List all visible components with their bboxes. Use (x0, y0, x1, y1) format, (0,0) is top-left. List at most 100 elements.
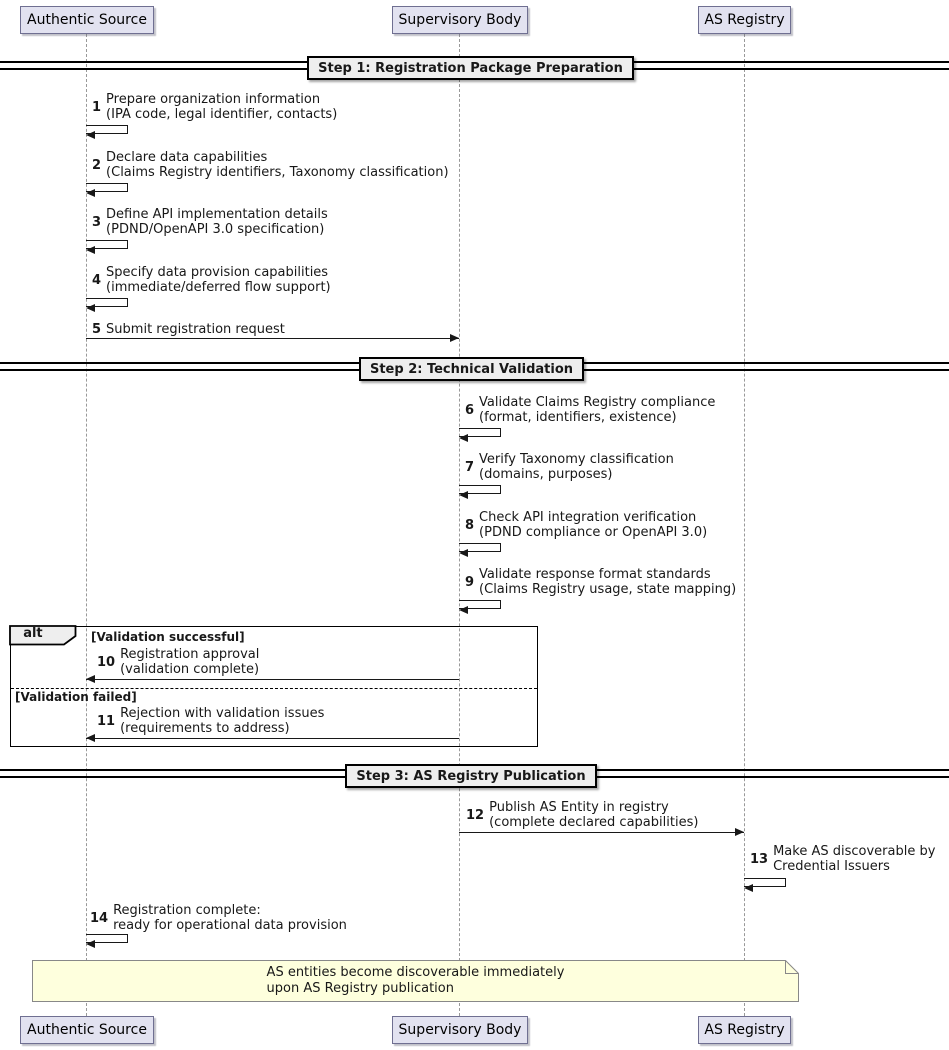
message-text: (immediate/deferred flow support) (106, 280, 331, 295)
divider-label: Step 2: Technical Validation (369, 361, 574, 377)
arrowhead-left-icon (459, 606, 468, 614)
message-4-self-arrow (86, 298, 128, 312)
message-6-self-arrow (459, 428, 501, 442)
message-text: Declare data capabilities (106, 150, 268, 165)
message-1-label: 1 Prepare organization information(IPA c… (92, 92, 337, 122)
message-8-label: 8 Check API integration verification(PDN… (465, 510, 707, 540)
message-text: (PDND/OpenAPI 3.0 specification) (106, 222, 325, 237)
arrowhead-left-icon (459, 434, 468, 442)
message-11-arrow (86, 734, 459, 742)
message-12-arrow (459, 828, 744, 836)
message-text: (validation complete) (120, 662, 260, 677)
message-12-label: 12 Publish AS Entity in registry(complet… (466, 800, 698, 830)
message-text: Credential Issuers (773, 859, 890, 874)
message-number: 14 (90, 910, 109, 926)
arrowhead-left-icon (86, 734, 95, 742)
message-text: Define API implementation details (106, 207, 328, 222)
arrowhead-right-icon (450, 334, 459, 342)
arrowhead-left-icon (744, 884, 753, 892)
participant-authentic-source-top: Authentic Source (20, 6, 154, 34)
message-3-label: 3 Define API implementation details(PDND… (92, 207, 328, 237)
note-text: AS entities become discoverable immediat… (32, 960, 799, 997)
participant-as-registry-bottom: AS Registry (698, 1016, 791, 1044)
message-number: 2 (92, 157, 102, 173)
message-10-label: 10 Registration approval(validation comp… (97, 647, 259, 677)
arrowhead-left-icon (86, 304, 95, 312)
participant-supervisory-body-bottom: Supervisory Body (392, 1016, 528, 1044)
message-text: Verify Taxonomy classification (479, 452, 674, 467)
message-10-arrow (86, 675, 459, 683)
divider-step-2: Step 2: Technical Validation (359, 357, 584, 381)
message-text: Submit registration request (106, 322, 285, 337)
message-text: ready for operational data provision (113, 918, 347, 933)
arrowhead-left-icon (86, 131, 95, 139)
alt-separator (11, 688, 537, 689)
message-text: Make AS discoverable by (773, 844, 936, 859)
message-number: 1 (92, 99, 102, 115)
message-text: Validate response format standards (479, 567, 711, 582)
lifeline-supervisory-body (459, 34, 460, 1016)
message-14-self-arrow (86, 934, 128, 948)
participant-label: AS Registry (704, 1022, 785, 1038)
message-text: (requirements to address) (120, 721, 290, 736)
message-number: 13 (750, 851, 769, 867)
arrowhead-left-icon (86, 940, 95, 948)
message-2-label: 2 Declare data capabilities(Claims Regis… (92, 150, 449, 180)
message-text: Registration complete: (113, 903, 261, 918)
note-line: AS entities become discoverable immediat… (266, 965, 565, 980)
arrowhead-left-icon (459, 491, 468, 499)
message-text: Rejection with validation issues (120, 706, 325, 721)
message-number: 12 (466, 807, 485, 823)
message-5-label: 5 Submit registration request (92, 322, 285, 337)
arrowhead-left-icon (86, 675, 95, 683)
alt-guard-failed: [Validation failed] (15, 690, 137, 704)
message-text: (format, identifiers, existence) (479, 410, 677, 425)
alt-guard-success: [Validation successful] (91, 630, 245, 644)
message-text: (PDND compliance or OpenAPI 3.0) (479, 525, 708, 540)
message-1-self-arrow (86, 125, 128, 139)
message-text: Prepare organization information (106, 92, 321, 107)
message-number: 8 (465, 517, 475, 533)
arrowhead-left-icon (86, 246, 95, 254)
message-text: Publish AS Entity in registry (489, 800, 669, 815)
alt-operator-pentagon: alt (9, 625, 77, 650)
participant-label: Supervisory Body (398, 12, 522, 28)
lifeline-authentic-source (86, 34, 87, 1016)
arrowhead-left-icon (459, 549, 468, 557)
message-number: 9 (465, 574, 475, 590)
message-text: Registration approval (120, 647, 260, 662)
message-9-label: 9 Validate response format standards(Cla… (465, 567, 736, 597)
message-text: Validate Claims Registry compliance (479, 395, 716, 410)
participant-label: AS Registry (704, 12, 785, 28)
message-2-self-arrow (86, 183, 128, 197)
message-number: 6 (465, 402, 475, 418)
message-11-label: 11 Rejection with validation issues(requ… (97, 706, 324, 736)
message-text: Check API integration verification (479, 510, 697, 525)
message-number: 11 (97, 713, 116, 729)
message-7-self-arrow (459, 485, 501, 499)
arrowhead-right-icon (735, 828, 744, 836)
message-8-self-arrow (459, 543, 501, 557)
message-text: (Claims Registry usage, state mapping) (479, 582, 737, 597)
message-text: (domains, purposes) (479, 467, 613, 482)
participant-as-registry-top: AS Registry (698, 6, 791, 34)
message-13-self-arrow (744, 878, 786, 892)
message-number: 7 (465, 459, 475, 475)
message-text: (Claims Registry identifiers, Taxonomy c… (106, 165, 449, 180)
divider-label: Step 1: Registration Package Preparation (318, 60, 623, 76)
message-number: 10 (97, 654, 116, 670)
message-6-label: 6 Validate Claims Registry compliance(fo… (465, 395, 715, 425)
note-fold-icon (785, 960, 799, 974)
message-text: Specify data provision capabilities (106, 265, 329, 280)
alt-frame: alt [Validation successful] [Validation … (9, 625, 538, 747)
divider-step-3: Step 3: AS Registry Publication (345, 764, 597, 788)
participant-supervisory-body-top: Supervisory Body (392, 6, 528, 34)
message-4-label: 4 Specify data provision capabilities(im… (92, 265, 331, 295)
message-text: (complete declared capabilities) (489, 815, 699, 830)
participant-label: Authentic Source (27, 1022, 147, 1038)
note (32, 960, 800, 1007)
message-14-label: 14 Registration complete:ready for opera… (90, 903, 347, 933)
message-9-self-arrow (459, 600, 501, 614)
